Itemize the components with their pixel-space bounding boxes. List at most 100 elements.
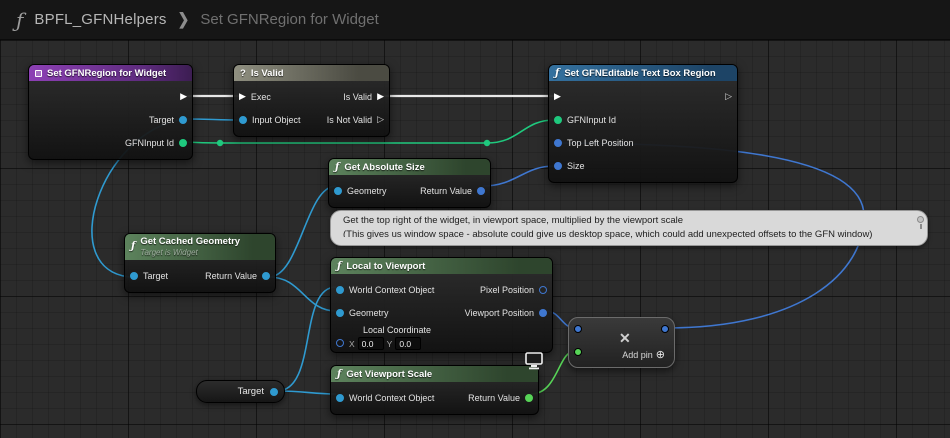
exec-out-pin[interactable]: ▷ [725,91,732,101]
return-value-pin[interactable] [525,393,533,402]
node-get-viewport-scale[interactable]: ƒ Get Viewport Scale World Context Objec… [330,365,539,415]
function-icon: ƒ [337,260,342,272]
multiply-output-pin[interactable] [661,325,669,333]
node-get-cached-geometry[interactable]: ƒ Get Cached Geometry Target is Widget T… [124,233,276,293]
pin-label: GFNInput Id [567,114,617,125]
return-value-pin[interactable] [262,271,270,280]
node-title: Get Cached Geometry [140,235,241,247]
node-title: Local to Viewport [346,260,426,272]
x-value-field[interactable] [357,337,384,350]
comment-bubble: Get the top right of the widget, in view… [330,210,928,246]
pin-label: Size [567,160,585,171]
return-value-pin[interactable] [477,186,485,195]
viewport-position-pin[interactable] [539,308,547,317]
node-title: Set GFNEditable Text Box Region [564,67,716,79]
node-header[interactable]: ƒ Get Viewport Scale [331,366,538,382]
add-pin-label: Add pin [622,349,653,360]
comment-line-1: Get the top right of the widget, in view… [343,215,684,226]
exec-in-pin[interactable]: ▶ [554,91,561,101]
pin-label: Target [148,114,174,125]
gfninputid-out-pin[interactable] [179,138,187,147]
comment-pin-icon[interactable] [917,216,924,229]
node-target-getter[interactable]: Target [196,380,285,403]
exec-in-pin[interactable]: ▶ [239,91,246,101]
wire-cached-abssize [268,185,337,278]
function-icon: ƒ [16,7,24,32]
breadcrumb-bar: ƒ BPFL_GFNHelpers ❯ Set GFNRegion for Wi… [0,0,950,40]
function-icon: ƒ [131,241,136,253]
add-pin-button[interactable]: Add pin ⊕ [622,348,665,361]
pin-label: Target [143,270,169,281]
entry-node-icon [35,69,42,77]
node-header[interactable]: ƒ Get Cached Geometry Target is Widget [125,234,275,260]
node-title: Set GFNRegion for Widget [47,67,167,79]
pixel-position-pin[interactable] [539,285,547,294]
multiply-input-a-pin[interactable] [574,325,582,333]
node-local-to-viewport[interactable]: ƒ Local to Viewport World Context Object… [330,257,553,353]
pin-label: Viewport Position [464,307,534,318]
world-context-object-pin[interactable] [336,393,344,402]
wire-targetvar-gvswco [276,390,337,395]
wire-abssize-size [482,165,555,187]
function-icon: ƒ [337,368,342,380]
node-header[interactable]: ƒ Set GFNEditable Text Box Region [549,65,737,81]
node-header[interactable]: ƒ Get Absolute Size [329,159,490,175]
node-title: Get Absolute Size [344,161,425,173]
wire-cached-ltvgeometry [268,276,337,312]
target-out-pin[interactable] [270,387,278,396]
pin-label: Is Valid [343,91,373,102]
node-set-gfnregion-entry[interactable]: Set GFNRegion for Widget ▶ Target GFNInp… [28,64,193,160]
pin-label: Return Value [205,270,257,281]
pin-label: World Context Object [349,284,435,295]
reroute-node[interactable] [483,139,491,147]
isnotvalid-exec-out-pin[interactable]: ▷ [377,114,384,124]
wire-targetvar-ltvwco [276,286,337,392]
geometry-in-pin[interactable] [334,186,342,195]
function-icon: ƒ [335,161,340,173]
function-icon: ƒ [555,67,560,79]
node-title: Get Viewport Scale [346,368,433,380]
add-pin-icon: ⊕ [655,349,665,361]
pin-label: Geometry [347,185,387,196]
multiply-icon: ✕ [619,330,631,346]
reroute-node[interactable] [216,139,224,147]
pin-label: Is Not Valid [326,114,373,125]
pin-label: Local Coordinate [363,325,432,335]
exec-out-pin[interactable]: ▶ [180,91,187,101]
world-context-object-pin[interactable] [336,285,344,294]
monitor-cursor-icon [525,352,543,370]
y-value-field[interactable] [395,337,422,350]
topleftposition-in-pin[interactable] [554,138,562,147]
graph-canvas[interactable]: Set GFNRegion for Widget ▶ Target GFNInp… [0,40,950,438]
node-multiply[interactable]: ✕ Add pin ⊕ [568,317,675,368]
node-header[interactable]: ƒ Local to Viewport [331,258,552,274]
multiply-input-b-pin[interactable] [574,348,582,356]
node-subtitle: Target is Widget [140,247,198,257]
node-set-gfneditable-textbox-region[interactable]: ƒ Set GFNEditable Text Box Region ▶ ▷ GF… [548,64,738,183]
node-title: Is Valid [250,67,284,79]
geometry-in-pin[interactable] [336,308,344,317]
chevron-right-icon: ❯ [177,9,190,29]
variable-label: Target [237,386,264,397]
gfninputid-in-pin[interactable] [554,115,562,124]
local-coordinate-pin[interactable] [336,339,344,347]
breadcrumb-library[interactable]: BPFL_GFNHelpers [34,11,167,28]
node-get-absolute-size[interactable]: ƒ Get Absolute Size Geometry Return Valu… [328,158,491,208]
size-in-pin[interactable] [554,161,562,170]
x-axis-label: X [349,338,355,349]
node-header[interactable]: ? Is Valid [234,65,389,81]
input-object-pin[interactable] [239,115,247,124]
y-axis-label: Y [386,338,393,349]
pin-label: Return Value [420,185,472,196]
pin-label: Geometry [349,307,389,318]
target-in-pin[interactable] [130,271,138,280]
node-header[interactable]: Set GFNRegion for Widget [29,65,192,81]
node-is-valid[interactable]: ? Is Valid ▶Exec Is Valid▶ Input Object … [233,64,390,137]
question-icon: ? [240,67,246,79]
pin-label: Input Object [252,114,301,125]
pin-label: Exec [250,91,271,102]
isvalid-exec-out-pin[interactable]: ▶ [377,91,384,101]
pin-label: Return Value [468,392,520,403]
target-out-pin[interactable] [179,115,187,124]
